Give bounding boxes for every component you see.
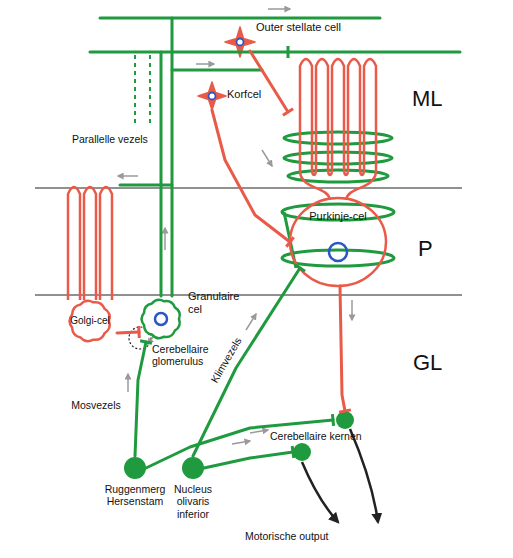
inhibitory-connection — [250, 51, 288, 112]
node-label: Purkinje-cel — [288, 210, 388, 223]
purkinje-dendrite — [360, 172, 364, 175]
cell-nucleus — [237, 39, 244, 46]
motor-output-arrow — [302, 429, 378, 522]
layer-name: P — [418, 236, 433, 262]
direction-arrow — [250, 430, 268, 433]
purkinje-dendrite — [348, 59, 360, 172]
node-shape — [123, 456, 147, 480]
direction-arrow — [196, 63, 214, 65]
nucleus-circle — [336, 411, 354, 429]
excitatory-fiber — [204, 452, 293, 468]
parallel-fiber — [90, 51, 161, 54]
basket-cell: Korfcel — [197, 82, 227, 110]
fiber-name: Mosvezels — [71, 399, 121, 411]
parallel-fiber — [90, 18, 460, 296]
motor-output-arrow — [302, 462, 338, 522]
excitatory-fiber — [193, 268, 300, 456]
node-shape — [288, 50, 388, 290]
golgi-dendrite — [100, 187, 112, 300]
node-shape — [197, 82, 227, 110]
cell-nucleus — [209, 93, 216, 100]
direction-arrow — [127, 374, 129, 392]
inhibitory-connection — [117, 332, 139, 333]
output-name: Motorische output — [245, 530, 328, 542]
purkinje-neck — [346, 172, 376, 200]
direction-arrow — [118, 175, 138, 177]
parallel-fiber — [171, 18, 174, 296]
cerebellar-nuclei: Cerebellaire kernen — [292, 410, 356, 462]
node-label: Granulaire cel — [188, 290, 248, 316]
node-label: Outer stellate cell — [256, 21, 376, 34]
parallel-fiber — [100, 17, 380, 20]
direction-arrow — [246, 314, 256, 330]
direction-arrow — [351, 300, 353, 320]
node-label: Korfcel — [227, 88, 287, 101]
node-label: Cerebellaire kernen — [270, 430, 370, 442]
node-label: Ruggenmerg Hersenstam — [93, 483, 177, 508]
parallel-fiber — [288, 51, 460, 54]
cell-body — [198, 82, 226, 110]
direction-arrow — [268, 8, 290, 10]
cell-nucleus — [329, 243, 347, 261]
nucleus-circle — [293, 443, 311, 461]
layer-name: GL — [413, 350, 442, 376]
node-shape — [181, 456, 205, 480]
nucleus-circle — [182, 457, 204, 479]
motor-output-arrow — [350, 429, 378, 522]
node-shape — [222, 27, 258, 57]
excitatory-fiber — [161, 52, 288, 296]
node-shape — [136, 296, 186, 342]
source-nucleus: Ruggenmerg Hersenstam — [123, 456, 147, 480]
parallel-fiber — [172, 69, 262, 72]
inhibitory-connection — [340, 286, 345, 411]
excitatory-fiber — [146, 420, 333, 468]
purkinje-dendrite — [312, 172, 316, 175]
purkinje-dendrite — [300, 59, 312, 172]
purkinje-cell: Purkinje-cel — [288, 50, 388, 290]
purkinje-dendrite — [344, 172, 348, 175]
direction-arrow — [118, 9, 352, 444]
node-label: Nucleus olivaris inferior — [161, 483, 225, 520]
direction-arrow — [232, 441, 250, 444]
layer-name: ML — [412, 86, 443, 112]
layer-boundary — [35, 188, 462, 189]
fiber-stub — [149, 55, 151, 125]
direction-arrow — [164, 228, 166, 250]
purkinje-neck — [300, 172, 330, 200]
golgi-dendrite — [68, 187, 112, 300]
excitatory-fiber — [135, 342, 146, 456]
granule-cell: Granulaire cel — [136, 296, 186, 342]
golgi-dendrite — [68, 187, 80, 300]
direction-arrow — [262, 150, 272, 166]
golgi-cell: Golgi-cel — [62, 297, 118, 345]
cell-body — [225, 27, 255, 57]
climbing-fiber-winding — [282, 250, 394, 266]
fiber-stub — [135, 55, 150, 125]
golgi-dendrite — [84, 187, 96, 300]
purkinje-dendrite — [316, 59, 328, 172]
purkinje-dendrite — [364, 59, 376, 172]
structure-name: Cerebellaire glomerulus — [152, 343, 220, 368]
node-label: Golgi-cel — [62, 315, 118, 327]
granule-soma — [142, 300, 180, 339]
nucleus-circle — [124, 457, 146, 479]
purkinje-dendrite — [332, 59, 344, 172]
cell-nucleus — [155, 313, 167, 325]
purkinje-dendrite — [328, 172, 332, 175]
fiber-name: Parallelle vezels — [72, 133, 148, 145]
inhibitory-connection — [212, 110, 290, 242]
source-nucleus: Nucleus olivaris inferior — [181, 456, 205, 480]
stellate-cell: Outer stellate cell — [222, 27, 258, 57]
fiber-name: Klimvezels — [208, 335, 244, 385]
parallel-fiber — [120, 184, 172, 187]
fiber-stub — [134, 55, 136, 125]
